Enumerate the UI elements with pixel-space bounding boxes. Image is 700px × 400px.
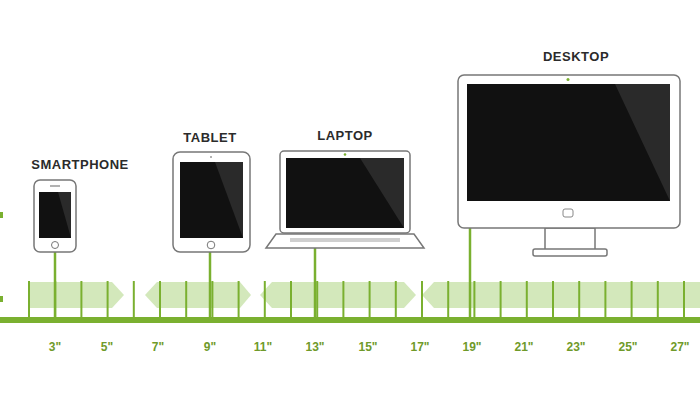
ruler-tick <box>28 281 30 318</box>
ruler-tick <box>238 281 240 318</box>
ruler-tick <box>657 281 659 318</box>
edge-mark <box>0 212 3 218</box>
ruler-tick <box>342 281 344 318</box>
ruler-tick <box>552 281 554 318</box>
tablet-icon <box>173 152 250 252</box>
device-name: SMARTPHONE <box>31 158 128 171</box>
device-name: TABLET <box>183 131 236 144</box>
device-name: LAPTOP <box>317 129 373 142</box>
ruler-tick <box>369 281 371 318</box>
size-label: 23" <box>566 341 585 353</box>
device-pointer <box>55 228 470 318</box>
size-label: 15" <box>358 341 377 353</box>
size-label: 3" <box>49 341 61 353</box>
ruler-tick <box>159 281 161 318</box>
ruler-tick <box>447 281 449 318</box>
edge-mark <box>0 296 3 302</box>
size-label: 21" <box>514 341 533 353</box>
size-label: 19" <box>462 341 481 353</box>
smartphone-icon <box>34 180 76 252</box>
ruler-ticks <box>29 281 684 318</box>
ruler-tick <box>683 281 685 318</box>
ruler-tick <box>80 281 82 318</box>
size-label: 25" <box>618 341 637 353</box>
ruler-tick <box>395 281 397 318</box>
ruler-tick <box>185 281 187 318</box>
ruler-tick <box>526 281 528 318</box>
laptop-icon <box>266 151 424 248</box>
ruler-tick <box>211 281 213 318</box>
size-label: 17" <box>410 341 429 353</box>
ruler-tick <box>604 281 606 318</box>
size-label: 9" <box>204 341 216 353</box>
device-name: DESKTOP <box>543 50 609 63</box>
size-label: 13" <box>305 341 324 353</box>
size-label: 5" <box>101 341 113 353</box>
size-label: 11" <box>254 341 272 353</box>
ruler-tick <box>631 281 633 318</box>
ruler-tick <box>473 281 475 318</box>
ruler-tick <box>264 281 266 318</box>
ruler-line <box>0 317 700 323</box>
ruler-tick <box>133 281 135 318</box>
ruler-tick <box>500 281 502 318</box>
ruler-tick <box>107 281 109 318</box>
size-band <box>30 282 700 308</box>
ruler-tick <box>316 281 318 318</box>
size-label: 27" <box>670 341 689 353</box>
desktop-icon <box>458 75 680 256</box>
ruler-tick <box>578 281 580 318</box>
ruler-tick <box>421 281 423 318</box>
size-label: 7" <box>152 341 164 353</box>
ruler-tick <box>290 281 292 318</box>
